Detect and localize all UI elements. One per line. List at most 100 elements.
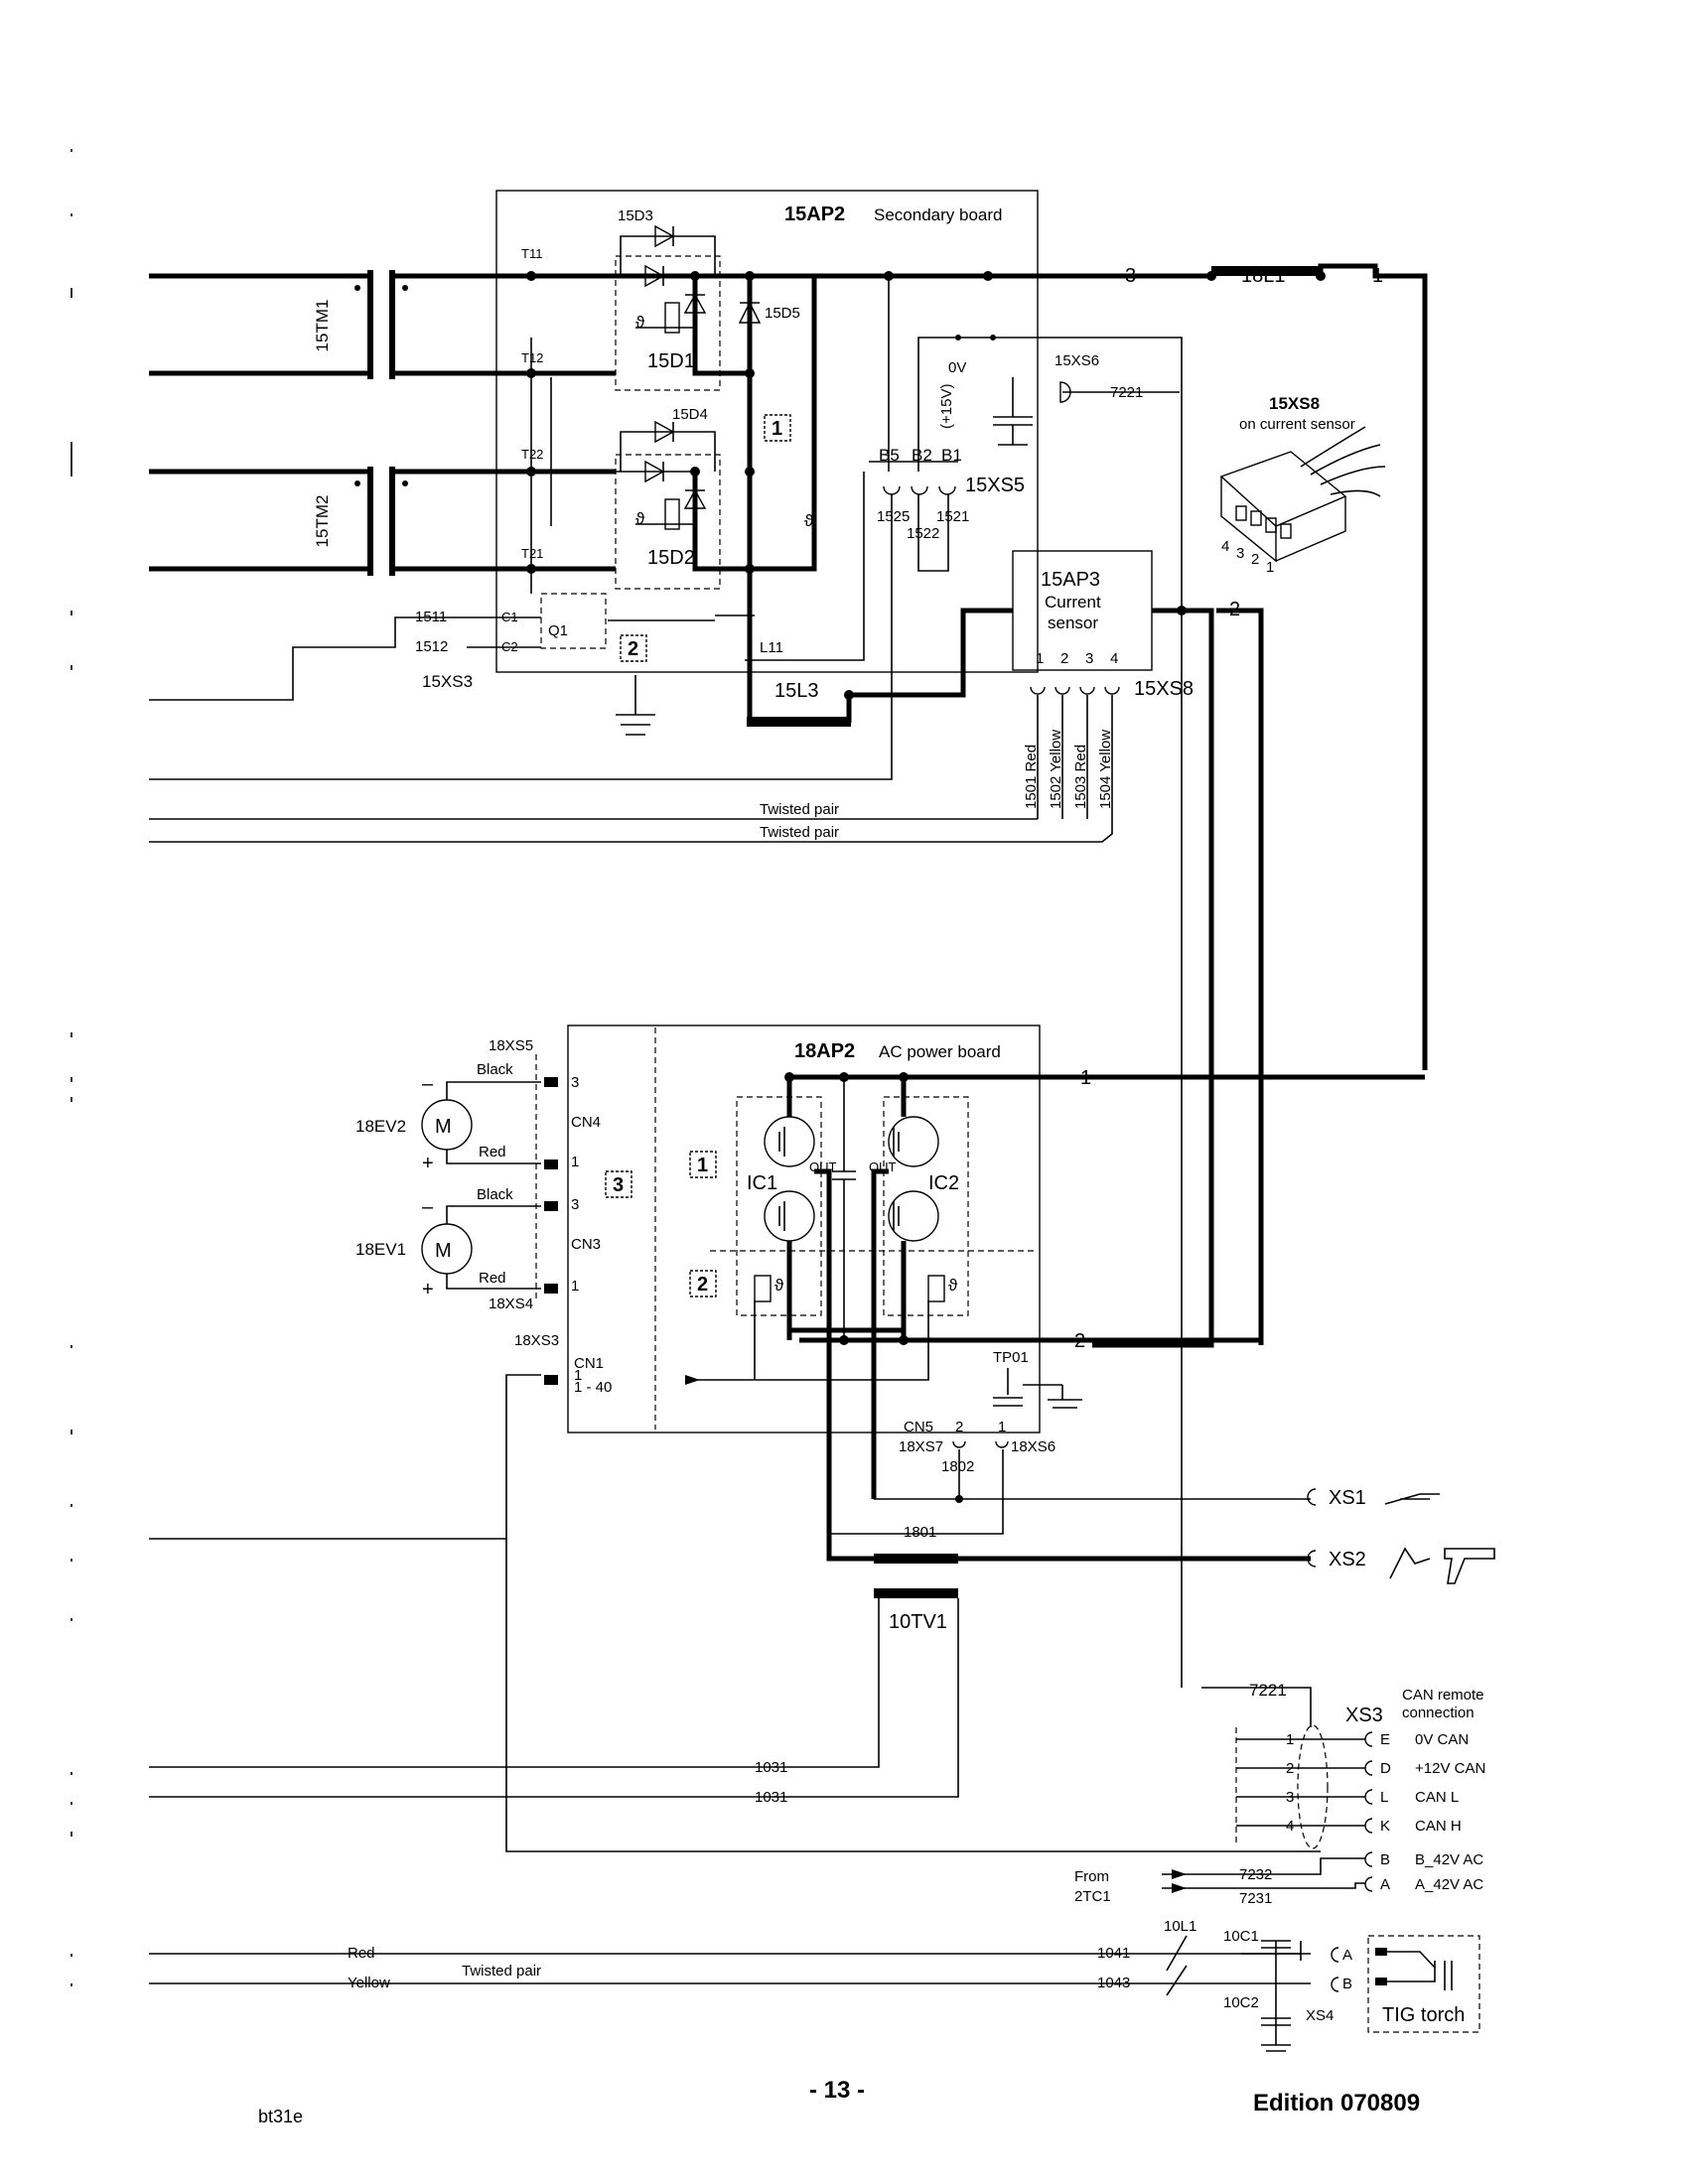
current-sensor-line1: Current (1045, 593, 1101, 612)
wire-1521: 1521 (936, 508, 969, 525)
label-cn3: CN3 (571, 1236, 601, 1253)
schematic-label: A (1380, 1876, 1390, 1893)
transformer-15tm1: 15TM1 (149, 270, 427, 379)
can-rows (1162, 1731, 1373, 1892)
schematic-label: 1 (1036, 650, 1044, 667)
schematic-label: 1 (571, 1154, 579, 1170)
module-ic2 (883, 1096, 969, 1316)
schematic-label: 3 (571, 1074, 579, 1091)
label-ic1: IC1 (747, 1172, 777, 1194)
schematic-label: – (422, 1196, 434, 1218)
wire-1043: 1043 (1097, 1975, 1130, 1991)
schematic-label: 2 (1286, 1760, 1294, 1777)
xs8-subtitle: on current sensor (1239, 416, 1355, 433)
label-0v: 0V (948, 359, 966, 376)
tig-torch-box (1367, 1935, 1480, 2033)
label-15d1: 15D1 (647, 350, 695, 372)
terminal-t11: T11 (521, 246, 542, 261)
schematic-label: 4 (1221, 538, 1229, 555)
schematic-label: 1 (1286, 1731, 1294, 1748)
connector-18xs5: 18XS5 (489, 1037, 533, 1054)
wire-7221-top: 7221 (1110, 384, 1143, 401)
block-3-ac: 3 (613, 1174, 624, 1196)
schematic-label: ϑ (774, 1276, 784, 1295)
schematic-label: 3 (571, 1196, 579, 1213)
q1-module (540, 593, 607, 649)
schematic-label: M (435, 1240, 452, 1262)
schematic-label: ϑ (948, 1276, 958, 1295)
terminal-t12: T12 (521, 350, 543, 365)
schematic-label: A (1342, 1947, 1352, 1964)
pin-c2: C2 (501, 639, 518, 654)
label-cn4: CN4 (571, 1114, 601, 1131)
can-label-canl: CAN L (1415, 1789, 1459, 1806)
label-15d3: 15D3 (618, 207, 653, 224)
label-10l1: 10L1 (1164, 1918, 1196, 1935)
schematic-label: 3 (1236, 545, 1244, 562)
motor-18ev1: M – + (421, 1196, 541, 1300)
schematic-label: 4 (1286, 1818, 1294, 1835)
wire-1512: 1512 (415, 638, 448, 655)
schematic-label: – (422, 1073, 434, 1095)
can-label-12v: +12V CAN (1415, 1760, 1485, 1777)
label-15d4: 15D4 (672, 406, 708, 423)
page-number: - 13 - (809, 2077, 866, 2104)
wire-color-red-bottom: Red (348, 1945, 375, 1962)
ac-board-name: AC power board (879, 1042, 1001, 1061)
electrode-holder-icon (1384, 1493, 1440, 1505)
sensor-wire-1502: 1502 Yellow (1048, 730, 1064, 809)
wire-color-red-1: Red (479, 1144, 506, 1160)
schematic-label: B (1342, 1976, 1352, 1992)
tig-torch-icon (1389, 1547, 1495, 1584)
terminal-t22: T22 (521, 447, 543, 462)
wire-color-red-2: Red (479, 1270, 506, 1287)
output-xs2: XS2 (1329, 1549, 1366, 1570)
schematic-label: K (1380, 1818, 1390, 1835)
output-xs1: XS1 (1329, 1487, 1366, 1509)
schematic-label: ϑ (804, 511, 814, 530)
wire-1031-b: 1031 (755, 1789, 787, 1806)
wire-num-3: 3 (1125, 265, 1136, 287)
wire-1525: 1525 (877, 508, 910, 525)
wire-color-yellow-bottom: Yellow (348, 1975, 390, 1991)
schematic-label: D (1380, 1760, 1391, 1777)
label-cn1-range: 1 - 40 (574, 1379, 612, 1396)
label-cn1: CN1 (574, 1355, 604, 1372)
transformer-15tm2: 15TM2 (149, 467, 427, 576)
connector-xs3: XS3 (1345, 1705, 1383, 1726)
label-ic2: IC2 (928, 1172, 959, 1194)
block-2-ac: 2 (697, 1274, 708, 1296)
label-18l1: 18L1 (1241, 265, 1286, 287)
secondary-board-name: Secondary board (874, 205, 1002, 224)
twisted-pair-2: Twisted pair (760, 824, 839, 841)
wire-1041: 1041 (1097, 1945, 1130, 1962)
label-cn5: CN5 (904, 1419, 933, 1435)
wire-1801: 1801 (904, 1524, 936, 1541)
can-label-canh: CAN H (1415, 1818, 1462, 1835)
wire-num-1-ac: 1 (1080, 1067, 1091, 1089)
schematic-label: 1 (1266, 559, 1274, 576)
connector-18xs3: 18XS3 (514, 1332, 559, 1349)
wire-7232: 7232 (1239, 1866, 1272, 1883)
connector-15xs3: 15XS3 (422, 672, 473, 691)
schematic-label: L (1380, 1789, 1388, 1806)
terminal-t21: T21 (521, 546, 543, 561)
inductor-18l1 (1211, 266, 1321, 276)
module-15d2 (615, 454, 721, 590)
schematic-label: 1 (571, 1278, 579, 1295)
connector-15xs8: 15XS8 (1134, 678, 1194, 700)
schematic-label: 3 (1085, 650, 1093, 667)
xs8-title: 15XS8 (1269, 394, 1320, 413)
connector-15xs5: 15XS5 (965, 475, 1025, 496)
schematic-label: 2 (1251, 551, 1259, 568)
schematic-label: ϑ (635, 509, 645, 528)
ac-board-id: 18AP2 (794, 1040, 855, 1062)
igbt-symbols (754, 1116, 945, 1302)
from-2tc1: 2TC1 (1074, 1888, 1111, 1905)
schematic-label: 2 (1060, 650, 1068, 667)
secondary-board-id: 15AP2 (784, 204, 845, 225)
schematic-label: 1 (574, 1367, 582, 1384)
secondary-board-frame (495, 190, 1039, 673)
schematic-label: + (422, 1279, 434, 1300)
